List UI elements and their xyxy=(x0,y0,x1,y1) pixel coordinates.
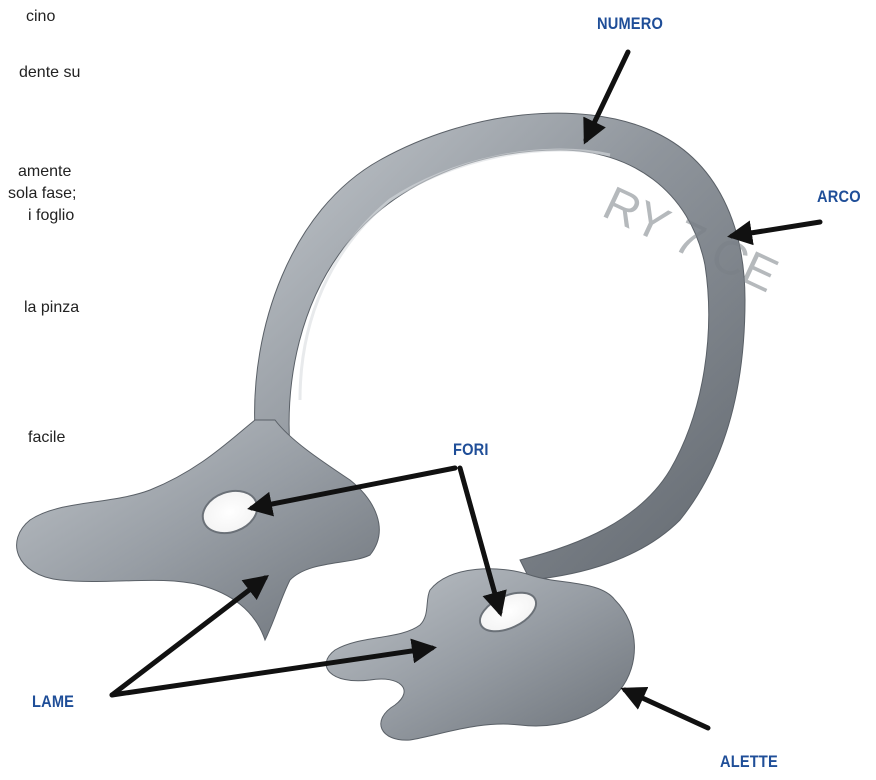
arrow-arco xyxy=(732,222,820,236)
label-arco: ARCO xyxy=(817,187,861,207)
label-numero: NUMERO xyxy=(597,14,663,34)
label-fori: FORI xyxy=(453,440,489,460)
label-alette: ALETTE xyxy=(720,752,778,772)
label-lame: LAME xyxy=(32,692,74,712)
arrow-alette xyxy=(625,690,708,728)
clamp-left-jaw xyxy=(17,420,380,640)
